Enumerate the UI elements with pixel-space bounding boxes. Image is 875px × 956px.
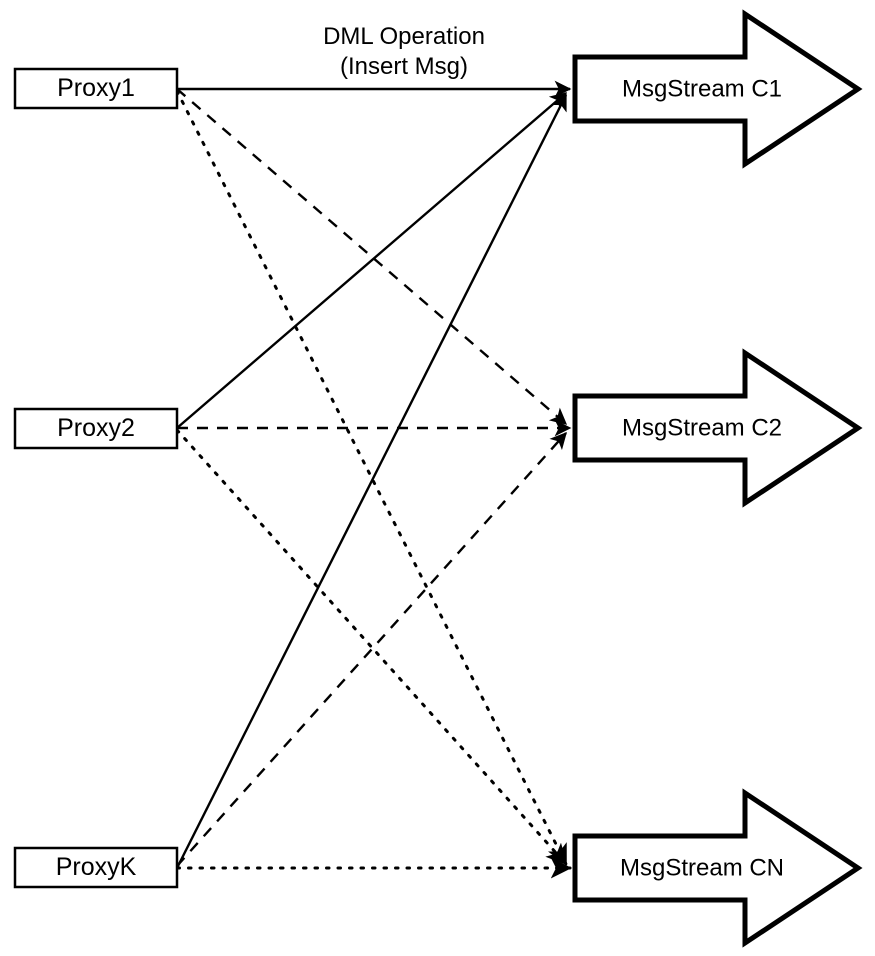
msgstream-arrow-shape-c1[interactable]: [572, 9, 863, 169]
msgstream-node-cn[interactable]: MsgStream CN: [572, 788, 863, 948]
proxy-node-proxyK[interactable]: ProxyK: [13, 846, 179, 889]
streams-layer: MsgStream C1 MsgStream C2 MsgStream CN: [572, 9, 863, 948]
proxy-box-proxy1[interactable]: [13, 67, 179, 110]
msgstream-label-cn: MsgStream CN: [620, 854, 784, 881]
annotation-dml-operation: DML Operation (Insert Msg): [323, 23, 485, 80]
connection-proxy1-cn[interactable]: [175, 89, 568, 866]
proxy-box-proxy2[interactable]: [13, 407, 179, 450]
proxy-node-proxy2[interactable]: Proxy2: [13, 407, 179, 450]
proxy-label-proxyK: ProxyK: [56, 853, 137, 881]
annotations-layer: DML Operation (Insert Msg): [323, 23, 485, 80]
connection-proxy2-c1[interactable]: [176, 92, 568, 429]
connection-proxy1-c2[interactable]: [176, 88, 568, 425]
msgstream-label-c1: MsgStream C1: [622, 75, 782, 102]
annotation-line2-dml-operation: (Insert Msg): [340, 53, 468, 80]
proxy-node-proxy1[interactable]: Proxy1: [13, 67, 179, 110]
proxy-label-proxy1: Proxy1: [57, 74, 135, 102]
connection-proxy2-cn[interactable]: [175, 428, 568, 866]
msgstream-node-c1[interactable]: MsgStream C1: [572, 9, 863, 169]
msgstream-label-c2: MsgStream C2: [622, 414, 782, 441]
msgstream-arrow-shape-c2[interactable]: [572, 348, 863, 508]
connection-proxyK-c2[interactable]: [176, 431, 567, 867]
msgstream-arrow-shape-cn[interactable]: [572, 788, 863, 948]
msgstream-node-c2[interactable]: MsgStream C2: [572, 348, 863, 508]
proxy-box-proxyK[interactable]: [13, 846, 179, 889]
proxy-label-proxy2: Proxy2: [57, 414, 135, 442]
connections-layer: [175, 80, 572, 879]
connection-proxyK-c1[interactable]: [175, 93, 568, 869]
annotation-line1-dml-operation: DML Operation: [323, 23, 485, 50]
